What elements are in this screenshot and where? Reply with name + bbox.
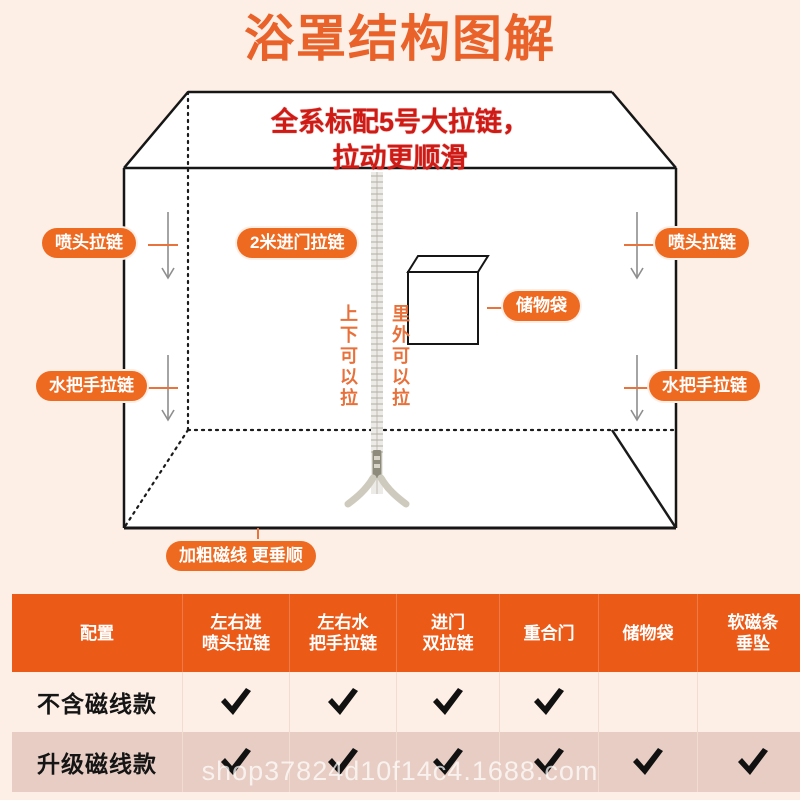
cell-check: [182, 672, 290, 732]
header-side-shower-zipper-l1: 左右进: [210, 613, 262, 632]
table-row: 升级磁线款: [12, 732, 800, 792]
vertical-label-updown: 上下可以拉: [338, 304, 358, 409]
label-left-shower-zipper[interactable]: 喷头拉链: [42, 228, 136, 258]
check-icon: [433, 688, 463, 715]
check-icon: [534, 688, 564, 715]
cell-check: [396, 672, 500, 732]
shower-tent-diagram: 全系标配5号大拉链， 拉动更顺滑 喷头拉链 水把手拉链 喷头拉链 水把手拉链 2…: [0, 80, 800, 580]
cell-check: [499, 732, 599, 792]
header-overlap-door: 重合门: [499, 594, 599, 672]
header-config: 配置: [12, 594, 183, 672]
zipper-headline: 全系标配5号大拉链， 拉动更顺滑: [200, 104, 600, 176]
cell-check: [289, 732, 397, 792]
header-storage-bag-label: 储物袋: [622, 623, 674, 643]
cell-check: [182, 732, 290, 792]
label-storage-bag[interactable]: 储物袋: [503, 291, 580, 321]
cell-check: [499, 672, 599, 732]
label-magnetic-strip[interactable]: 加粗磁线 更垂顺: [166, 541, 316, 571]
header-door-double-zipper-l1: 进门: [431, 613, 465, 632]
check-icon: [633, 748, 663, 775]
header-overlap-door-label: 重合门: [523, 623, 575, 643]
header-storage-bag: 储物袋: [598, 594, 698, 672]
check-icon: [738, 748, 768, 775]
header-config-label: 配置: [80, 623, 114, 643]
cell-check: [697, 672, 800, 732]
cell-check: [697, 732, 800, 792]
table-body: 不含磁线款 升级磁线款: [12, 672, 800, 792]
table-row: 不含磁线款: [12, 672, 800, 732]
header-soft-magnet-drape-l2: 垂坠: [736, 634, 770, 653]
cell-check: [289, 672, 397, 732]
row-label-upgraded-magnet: 升级磁线款: [12, 732, 183, 792]
cell-check: [396, 732, 500, 792]
header-side-faucet-zipper-l1: 左右水: [317, 613, 369, 632]
cell-check: [598, 672, 698, 732]
tent-wireframe: [122, 90, 678, 554]
spec-comparison-table: 配置 左右进 喷头拉链 左右水 把手拉链 进门 双拉链 重合门: [12, 594, 800, 792]
cell-check: [598, 732, 698, 792]
check-icon: [221, 688, 251, 715]
check-icon: [221, 748, 251, 775]
page-title: 浴罩结构图解: [244, 11, 556, 67]
label-right-shower-zipper[interactable]: 喷头拉链: [655, 228, 749, 258]
zipper-headline-line1: 全系标配5号大拉链，: [270, 107, 530, 137]
header-side-faucet-zipper-l2: 把手拉链: [309, 634, 377, 653]
header-side-shower-zipper-l2: 喷头拉链: [202, 634, 270, 653]
header-soft-magnet-drape-l1: 软磁条: [727, 613, 779, 632]
label-door-zipper[interactable]: 2米进门拉链: [237, 228, 358, 258]
vertical-label-inout: 里外可以拉: [390, 304, 410, 409]
header-soft-magnet-drape: 软磁条 垂坠: [697, 594, 800, 672]
header-door-double-zipper: 进门 双拉链: [396, 594, 500, 672]
table-header-row: 配置 左右进 喷头拉链 左右水 把手拉链 进门 双拉链 重合门: [12, 594, 800, 672]
check-icon: [433, 748, 463, 775]
label-left-faucet-zipper[interactable]: 水把手拉链: [36, 371, 147, 401]
header-door-double-zipper-l2: 双拉链: [422, 634, 474, 653]
check-icon: [328, 688, 358, 715]
check-icon: [328, 748, 358, 775]
label-right-faucet-zipper[interactable]: 水把手拉链: [649, 371, 760, 401]
header-side-shower-zipper: 左右进 喷头拉链: [182, 594, 290, 672]
check-icon: [534, 748, 564, 775]
header-side-faucet-zipper: 左右水 把手拉链: [289, 594, 397, 672]
row-label-no-magnet: 不含磁线款: [12, 672, 183, 732]
zipper-headline-line2: 拉动更顺滑: [332, 143, 468, 173]
